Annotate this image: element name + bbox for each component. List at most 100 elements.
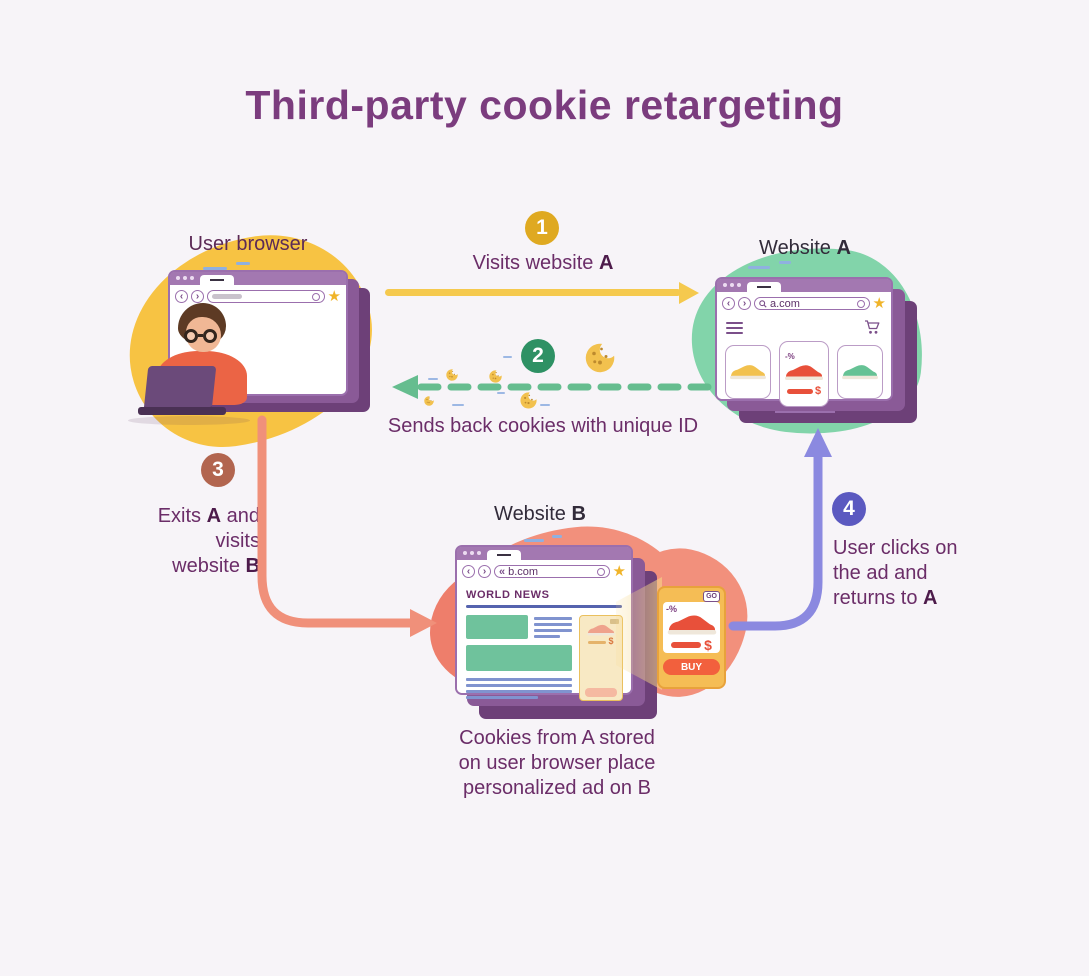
address-bar: ‹ › a.com ★ (717, 292, 891, 315)
site-icon: « (499, 565, 506, 578)
bookmark-star-icon: ★ (612, 563, 626, 580)
shoe-icon (784, 364, 824, 382)
step-4-badge: 4 (832, 492, 866, 526)
speed-line (540, 404, 550, 406)
menu-icon (726, 322, 743, 337)
cookie-icon (520, 392, 537, 409)
browser-tab (747, 282, 781, 292)
window-titlebar (717, 279, 891, 292)
window-dots-icon (723, 283, 741, 287)
glasses-bridge (198, 334, 203, 337)
website-b-label: Website B (494, 503, 586, 525)
user-browser-label: User browser (188, 233, 308, 255)
website-b-window: ‹ › « b.com ★ WORLD NEWS (455, 545, 633, 701)
decor-dash (524, 539, 544, 542)
text-line (466, 696, 538, 699)
price-currency: $ (608, 636, 614, 646)
product-card (725, 345, 771, 399)
bottom-caption: Cookies from A stored on user browser pl… (458, 727, 656, 799)
window-dots-icon (463, 551, 481, 555)
step-2-badge: 2 (521, 339, 555, 373)
article-image (466, 615, 528, 639)
shoe-icon (841, 364, 879, 381)
website-a-label: Website A (759, 237, 851, 259)
laptop-icon (143, 366, 217, 410)
laptop-base (138, 407, 226, 415)
speed-line (497, 392, 505, 394)
decor-dash (203, 267, 227, 270)
decor-dash (779, 261, 791, 264)
decor-dash (748, 266, 770, 269)
bookmark-star-icon: ★ (327, 288, 341, 305)
cookie-icon (424, 396, 434, 406)
product-card (837, 345, 883, 399)
address-bar: ‹ › « b.com ★ (457, 560, 631, 583)
forward-icon: › (191, 290, 204, 303)
step-1-badge: 1 (525, 211, 559, 245)
forward-icon: › (478, 565, 491, 578)
text-line (466, 690, 572, 693)
arrow-cookies-back (392, 375, 712, 399)
headline-divider (466, 605, 622, 608)
shop-page: -% $ (717, 315, 891, 413)
url-text: a.com (770, 297, 800, 310)
cookie-icon (585, 343, 615, 373)
shoe-icon (729, 364, 767, 381)
news-headline: WORLD NEWS (466, 589, 550, 601)
person-shadow (128, 416, 250, 425)
glasses-icon (203, 329, 217, 343)
news-page: WORLD NEWS $ (457, 583, 631, 701)
step-4-text: User clicks on the ad and returns to A (833, 537, 958, 609)
arrow-visit-a-head (679, 282, 699, 304)
price: $ (666, 638, 717, 652)
step-3-text: Exits A and visits website B (157, 505, 260, 577)
step-1-text: Visits website A (472, 252, 614, 274)
discount-badge: -% (785, 352, 795, 361)
decor-dash (552, 535, 562, 538)
discount-badge: -% (666, 604, 677, 614)
arrow-visit-a (385, 289, 681, 296)
step-3-badge: 3 (201, 453, 235, 487)
speed-line (428, 378, 438, 380)
inpage-ad: $ (579, 615, 623, 701)
arrow-exit-to-b (257, 415, 437, 637)
pill-end-icon (596, 567, 605, 576)
card-underline (775, 411, 835, 413)
ad-go-badge: GO (703, 591, 720, 602)
text-line (534, 629, 572, 632)
forward-icon: › (738, 297, 751, 310)
back-icon: ‹ (722, 297, 735, 310)
ad-product-panel: -% $ (663, 602, 720, 653)
text-line (466, 684, 572, 687)
website-a-window: ‹ › a.com ★ -% $ (715, 277, 893, 413)
url-text: b.com (508, 565, 539, 578)
cart-icon (865, 320, 880, 334)
retargeted-ad-card: GO -% $ BUY (657, 586, 726, 689)
speed-line (452, 404, 464, 406)
glasses-icon (184, 329, 198, 343)
decor-dash (236, 262, 250, 265)
text-line (534, 623, 572, 626)
page-title: Third-party cookie retargeting (245, 82, 844, 128)
text-line (534, 635, 560, 638)
back-icon: ‹ (175, 290, 188, 303)
address-bar: ‹ › ★ (170, 285, 346, 308)
cookie-icon (489, 370, 502, 383)
url-field: a.com (754, 297, 870, 310)
step-2-text: Sends back cookies with unique ID (387, 415, 699, 437)
search-icon (759, 299, 767, 308)
window-titlebar (457, 547, 631, 560)
window-titlebar (170, 272, 346, 285)
browser-tab (487, 550, 521, 560)
pill-end-icon (311, 292, 320, 301)
product-card-sale: -% $ (779, 341, 829, 407)
text-line (534, 617, 572, 620)
shoe-icon (666, 614, 718, 637)
pill-end-icon (856, 299, 865, 308)
speed-line (503, 356, 512, 358)
browser-tab (200, 275, 234, 285)
url-field (207, 290, 325, 303)
cookie-icon (446, 369, 458, 381)
article-image (466, 645, 572, 671)
